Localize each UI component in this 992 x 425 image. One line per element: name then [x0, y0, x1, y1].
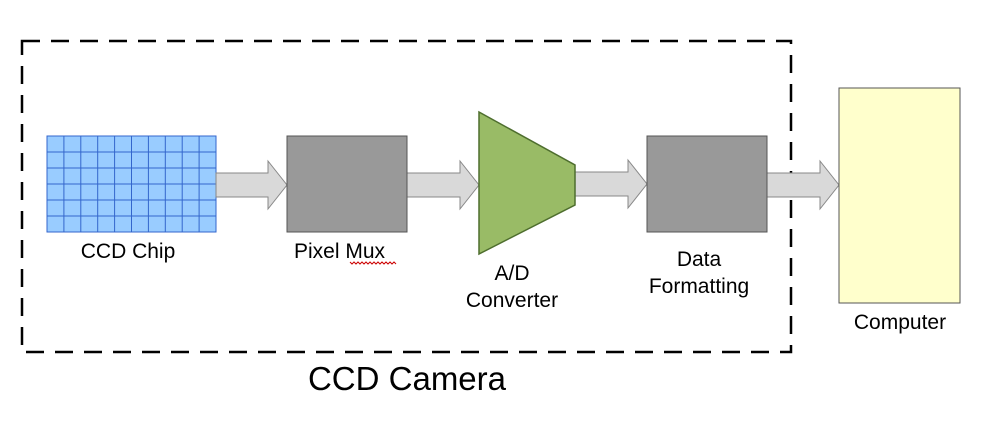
arrow-chip-to-mux	[215, 159, 288, 211]
ad-converter-block	[478, 110, 576, 256]
ccd-chip-pixel-grid	[47, 136, 216, 232]
pixel-mux-label-word1: Pixel	[294, 240, 340, 263]
ccd-chip-block	[46, 135, 217, 233]
pixel-mux-block	[286, 135, 408, 233]
data-formatting-block	[646, 135, 768, 233]
arrow-adc-to-format	[574, 158, 648, 210]
data-formatting-label-line1: Data	[677, 248, 722, 271]
ad-converter-label-line2: Converter	[466, 289, 558, 312]
spellcheck-underline	[349, 261, 397, 265]
ccd-camera-label: CCD Camera	[308, 360, 507, 397]
arrow-format-to-computer	[766, 159, 840, 211]
computer-block	[838, 87, 961, 304]
ccd-camera-boundary	[20, 39, 793, 354]
arrow-mux-to-adc	[406, 159, 480, 211]
pixel-mux-label: Pixel Mux	[294, 240, 386, 263]
pixel-mux-label-word2: Mux	[345, 240, 385, 263]
ccd-chip-label: CCD Chip	[81, 240, 176, 263]
computer-label: Computer	[854, 311, 946, 334]
ad-converter-label-line1: A/D	[494, 262, 529, 285]
data-formatting-label-line2: Formatting	[649, 275, 749, 298]
